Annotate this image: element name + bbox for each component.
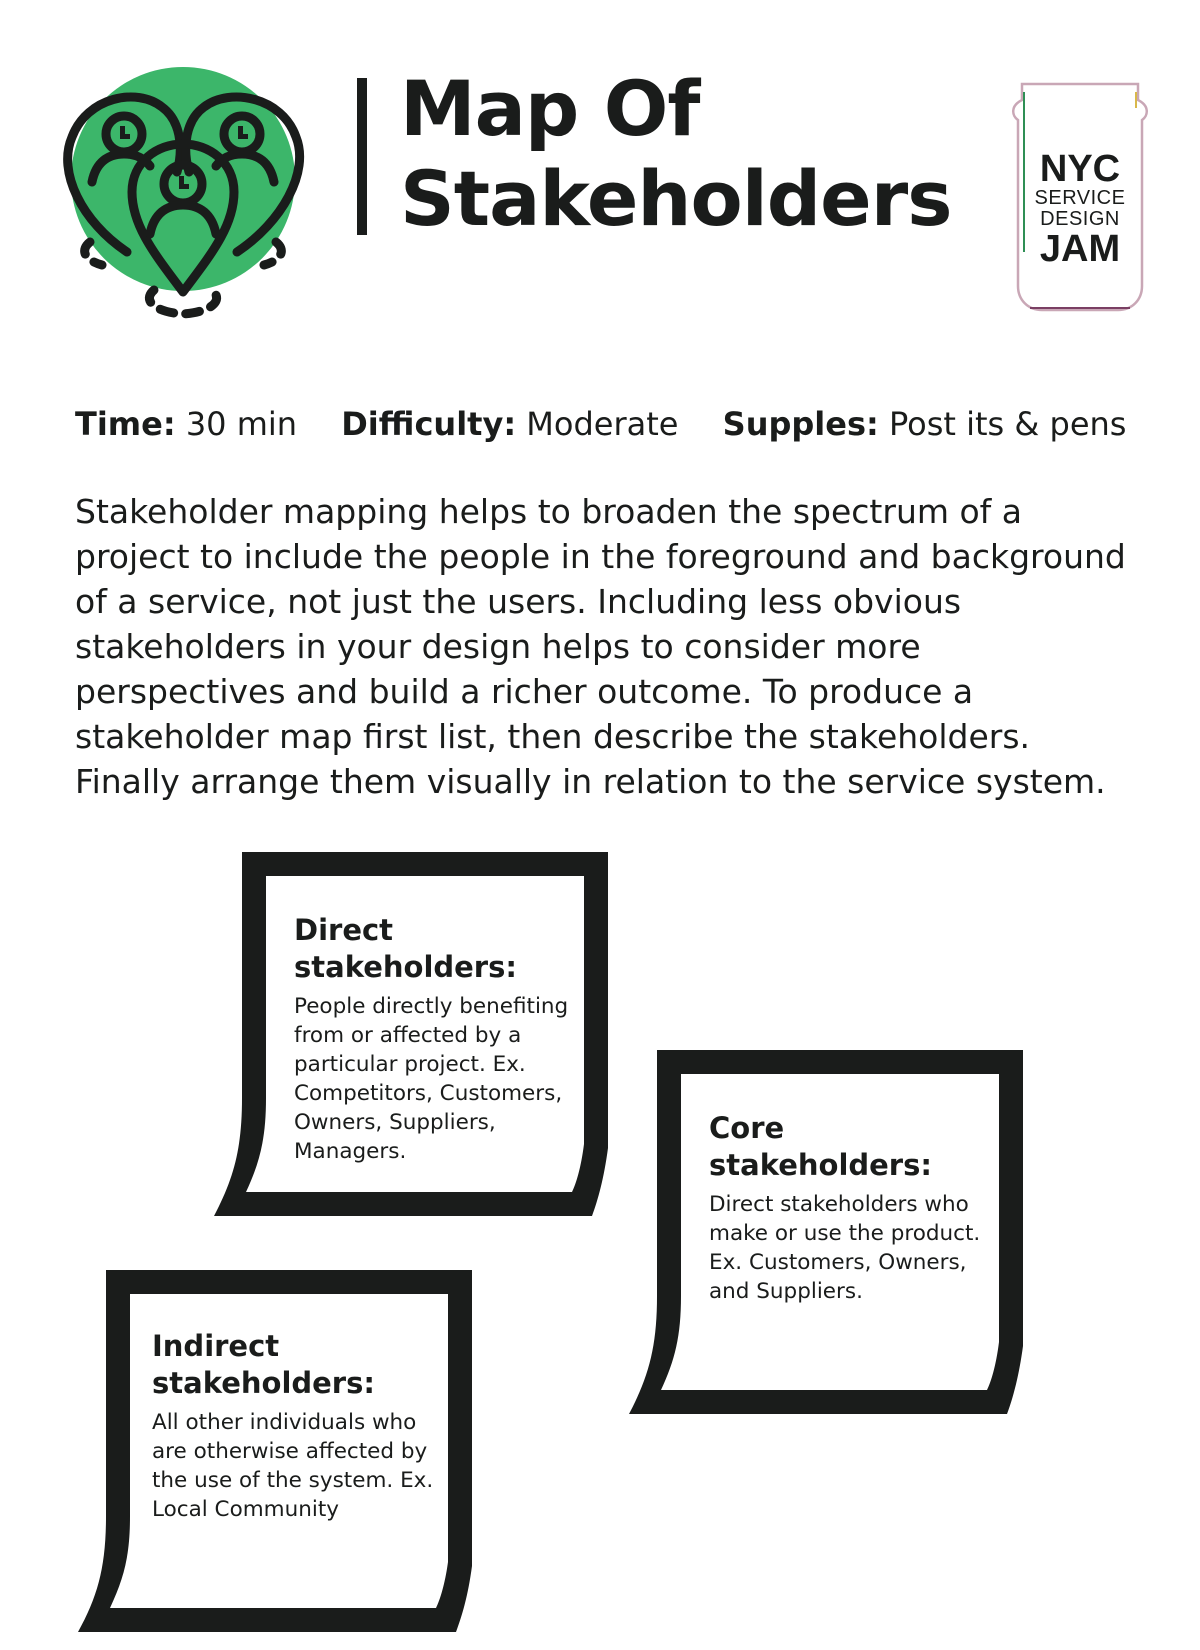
- activity-meta: Time: 30 min Difficulty: Moderate Supple…: [75, 402, 1135, 446]
- supplies-label: Supples:: [722, 405, 879, 443]
- sticky-note-frame: [629, 1050, 1023, 1414]
- title-line-1: Map Of: [400, 64, 700, 153]
- logo-line-1: NYC: [1039, 148, 1121, 190]
- card-heading-line-2: stakeholders:: [294, 950, 517, 984]
- card-body: Direct stakeholders who make or use the …: [709, 1192, 981, 1304]
- card-body: All other individuals who are otherwise …: [152, 1410, 434, 1522]
- logo-line-2: SERVICE: [1034, 187, 1126, 209]
- logo-line-4: JAM: [1039, 228, 1121, 270]
- sticky-note-frame: [78, 1270, 472, 1632]
- title-line-2: Stakeholders: [400, 154, 952, 243]
- card-heading: Indirect stakeholders:: [152, 1328, 452, 1402]
- card-heading-line-1: Indirect: [152, 1329, 280, 1363]
- sticky-note-frame: [214, 852, 608, 1216]
- supplies-meta: Supples: Post its & pens: [723, 402, 1127, 446]
- logo-line-3: DESIGN: [1040, 208, 1120, 230]
- stakeholders-map-pin-icon: [62, 62, 332, 352]
- card-heading-line-2: stakeholders:: [709, 1148, 932, 1182]
- card-body: People directly benefiting from or affec…: [294, 994, 569, 1164]
- difficulty-label: Difficulty:: [341, 405, 517, 443]
- card-heading-line-2: stakeholders:: [152, 1366, 375, 1400]
- time-value: 30 min: [185, 405, 298, 443]
- core-stakeholders-card: Core stakeholders: Direct stakeholders w…: [627, 1046, 1027, 1418]
- card-heading: Direct stakeholders:: [294, 912, 584, 986]
- difficulty-meta: Difficulty: Moderate: [341, 402, 678, 446]
- card-heading-line-1: Direct: [294, 913, 394, 947]
- difficulty-value: Moderate: [526, 405, 679, 443]
- indirect-stakeholders-card: Indirect stakeholders: All other individ…: [76, 1266, 476, 1636]
- direct-stakeholders-card: Direct stakeholders: People directly ben…: [212, 848, 612, 1220]
- title-divider: [357, 78, 367, 235]
- card-heading-line-1: Core: [709, 1111, 785, 1145]
- time-label: Time:: [75, 405, 176, 443]
- time-meta: Time: 30 min: [75, 402, 297, 446]
- logo-text: NYC SERVICE DESIGN JAM: [1012, 150, 1148, 268]
- mason-jar-logo: [1010, 82, 1150, 314]
- page-title: Map Of Stakeholders: [400, 64, 960, 244]
- description-paragraph: Stakeholder mapping helps to broaden the…: [75, 492, 1126, 801]
- card-heading: Core stakeholders:: [709, 1110, 999, 1184]
- supplies-value: Post its & pens: [888, 405, 1127, 443]
